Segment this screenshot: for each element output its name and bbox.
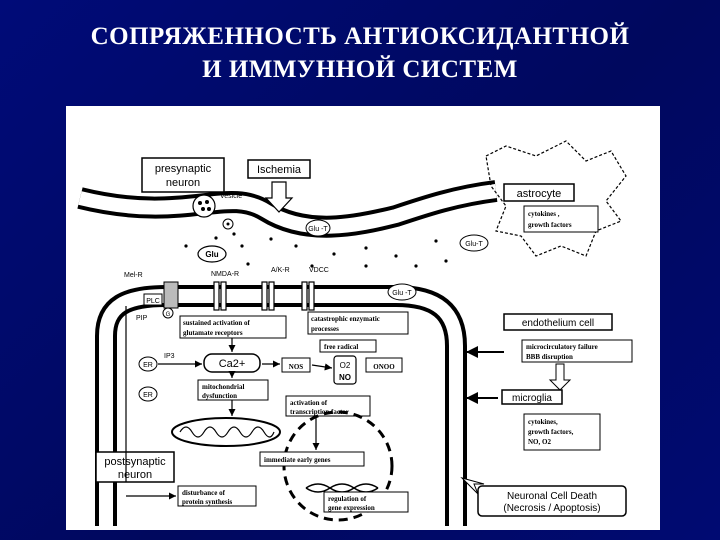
microglia-label: microglia: [512, 393, 552, 404]
cell-death-label-1: Neuronal Cell Death: [507, 491, 597, 502]
activation-label-1: activation of: [290, 399, 328, 407]
glutamate-dots: [184, 232, 448, 268]
g-label: G: [166, 312, 171, 318]
regulation-box: [323, 491, 409, 513]
ischemia-box: [247, 159, 311, 179]
astrocyte-outline: [485, 140, 627, 257]
microcirc-label-2: BBB disruption: [526, 353, 573, 361]
mito-label-1: mitochondrial: [202, 383, 244, 391]
free-radical-box: [319, 339, 377, 353]
ischemia-diagram: presynaptic neuron Ischemia Vesicle Glu …: [77, 140, 633, 526]
title-line-2: И ИММУННОЙ СИСТЕМ: [202, 56, 518, 83]
mel-r-receptor-icon: [163, 281, 179, 309]
plc-box: [143, 293, 163, 306]
mito-box: [197, 379, 269, 401]
diagram-figure: presynaptic neuron Ischemia Vesicle Glu …: [66, 106, 660, 530]
vdcc-label: VDCC: [309, 267, 329, 274]
postsynaptic-neuron-label: neuron: [118, 469, 152, 481]
astrocyte-box: [503, 183, 575, 202]
dna-icon: [305, 483, 379, 493]
microcirc-label-1: microcirculatory failure: [526, 343, 598, 351]
immediate-box: [259, 451, 365, 467]
activation-label-2: transcription factor: [290, 408, 349, 416]
catastrophic-label-2: processes: [311, 325, 339, 333]
no-label: NO: [339, 373, 351, 382]
endothelium-label: endothelium cell: [522, 318, 594, 329]
vdcc-icon: [301, 281, 315, 311]
glu-t-astro-label: Glu-T: [465, 241, 483, 248]
sustained-box: [179, 315, 287, 339]
activation-box: [285, 395, 371, 417]
plc-label: PLC: [146, 298, 160, 305]
nos-label: NOS: [289, 363, 304, 371]
presynaptic-box: [141, 157, 225, 193]
nmda-receptor-icon: [213, 281, 227, 311]
o2-no-box: [333, 355, 357, 385]
no-o2-label: NO, O2: [528, 438, 551, 446]
postsynaptic-membrane-inner: [99, 289, 463, 526]
disturbance-label-1: disturbance of: [182, 489, 226, 497]
catastrophic-label-1: catastrophic enzymatic: [311, 315, 380, 323]
glu-label: Glu: [205, 250, 218, 259]
growth-label-2: growth factors,: [528, 428, 574, 436]
o2-label: O2: [340, 361, 351, 370]
sustained-label-1: sustained activation of: [183, 319, 251, 327]
glu-t-post-icon: [387, 283, 417, 301]
microcirc-box: [521, 339, 633, 363]
endothelium-box: [503, 313, 613, 331]
slide-title: СОПРЯЖЕННОСТЬ АНТИОКСИДАНТНОЙ И ИММУННОЙ…: [0, 20, 720, 86]
ip3-label: IP3: [164, 353, 175, 360]
regulation-label-1: regulation of: [328, 495, 367, 503]
disturbance-box: [177, 485, 257, 507]
cytokines-box-2: [523, 413, 601, 451]
sustained-label-2: glutamate receptors: [183, 329, 243, 337]
er-icon-1: [138, 356, 158, 372]
mito-label-2: dysfunction: [202, 392, 237, 400]
ak-r-label: A/K-R: [271, 267, 290, 274]
nmda-r-label: NMDA-R: [211, 271, 239, 278]
cytokines-box-1: [523, 205, 599, 233]
er-label-1: ER: [143, 362, 153, 369]
er-label-2: ER: [143, 392, 153, 399]
postsynaptic-box: [95, 451, 175, 483]
microglia-box: [501, 389, 563, 405]
vesicle-label: Vesicle: [220, 193, 242, 200]
presynaptic-neuron-label: neuron: [166, 177, 200, 189]
catastrophic-box: [307, 311, 409, 335]
er-icon-2: [138, 386, 158, 402]
ischemia-arrow-icon: [264, 181, 294, 213]
glu-t-pre-label: Glu -T: [308, 226, 328, 233]
free-radical-label: free radical: [324, 343, 358, 351]
g-protein-icon: [162, 307, 174, 319]
cell-death-box: [477, 485, 627, 517]
ischemia-label: Ischemia: [257, 164, 302, 176]
postsynaptic-label: postsynaptic: [104, 456, 166, 468]
glu-t-astro-icon: [459, 234, 489, 252]
astrocyte-label: astrocyte: [517, 188, 562, 200]
cytokines-label-1: cytokines ,: [528, 210, 560, 218]
glu-t-post-label: Glu -T: [392, 290, 412, 297]
onoo-label: ONOO: [373, 363, 395, 371]
glu-t-pre-icon: [305, 219, 331, 237]
cell-death-label-2: (Necrosis / Apoptosis): [503, 503, 600, 514]
growth-label-1: growth factors: [528, 221, 572, 229]
pip-label: PIP: [136, 315, 148, 322]
disturbance-label-2: protein synthesis: [182, 498, 233, 506]
mitochondrion-icon: [171, 417, 281, 447]
glu-icon: [197, 245, 227, 263]
title-line-1: СОПРЯЖЕННОСТЬ АНТИОКСИДАНТНОЙ: [90, 23, 630, 50]
regulation-label-2: gene expression: [328, 504, 375, 512]
nos-box: [281, 357, 311, 373]
vesicle-icon: [192, 194, 216, 218]
onoo-box: [365, 357, 403, 373]
presynaptic-label: presynaptic: [155, 163, 212, 175]
ak-receptor-icon: [261, 281, 275, 311]
ca-label: Ca2+: [219, 358, 246, 370]
immediate-label: immediate early genes: [264, 456, 331, 464]
cytokines-label-2: cytokines,: [528, 418, 558, 426]
mel-r-label: Mel-R: [124, 272, 143, 279]
